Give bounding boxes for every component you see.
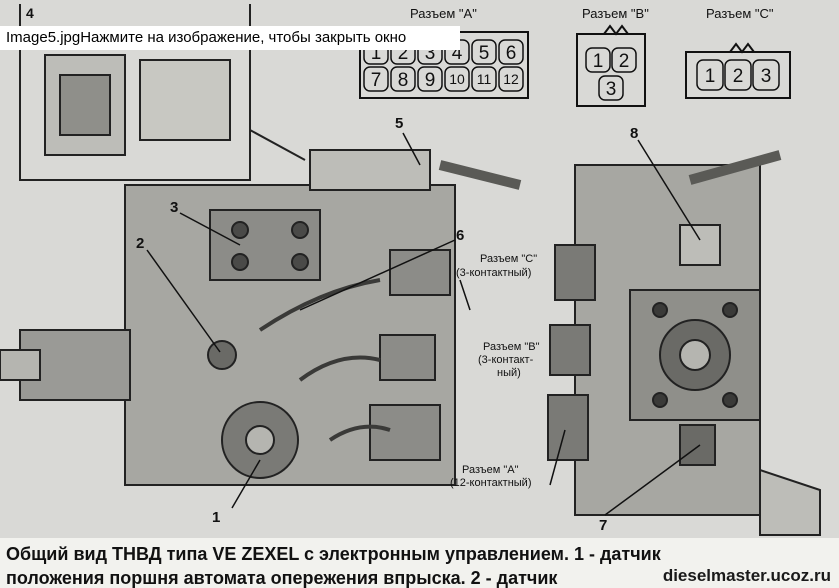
connector-a-pin-cell [498, 39, 524, 65]
connector-a-pin-number: 11 [477, 71, 492, 87]
watermark: dieselmaster.ucoz.ru [658, 566, 835, 586]
connector-a-pin-number: 3 [425, 43, 436, 64]
connector-c-label: Разъем "С" [706, 6, 774, 21]
pump-body-left [0, 149, 522, 486]
connector-b-pin-number: 2 [619, 51, 630, 72]
callout-3: 3 [170, 199, 178, 216]
connector-b-pin-cell [611, 47, 637, 73]
connector-a-pin-number: 10 [449, 71, 465, 87]
connector-b-pin-cell [585, 47, 611, 73]
callout-5: 5 [395, 115, 403, 132]
callout-1: 1 [212, 509, 220, 526]
callout-7: 7 [599, 517, 607, 534]
connector-b-label: Разъем "В" [582, 6, 649, 21]
connector-a-pin-number: 7 [371, 70, 382, 91]
connector-a-pin-cell [363, 66, 389, 92]
connector-a-pin-number: 6 [506, 43, 517, 64]
connector-b-pin-number: 1 [593, 51, 604, 72]
caption-line-1: Общий вид ТНВД типа VE ZEXEL с электронн… [6, 544, 661, 564]
connector-a-pin-cell [471, 39, 497, 65]
connector-c-pin-cell [696, 59, 724, 91]
label-connector-b-desc1: (3-контакт- [478, 354, 534, 366]
connector-a-pin-number: 5 [479, 43, 490, 64]
connector-a-pin-cell [390, 66, 416, 92]
connector-c-pin-number: 2 [733, 66, 744, 87]
connector-a-pin-cell [498, 66, 524, 92]
callout-2: 2 [136, 235, 144, 252]
connector-b-pin-number: 3 [606, 79, 617, 100]
label-connector-b: Разъем "В" [483, 341, 540, 353]
connector-a-pin-number: 9 [425, 70, 436, 91]
connector-descriptions: Разъем "С" (3-контактный) Разъем "В" (3-… [450, 253, 540, 489]
label-connector-b-desc2: ный) [497, 367, 521, 379]
connector-a-pin-cell [417, 66, 443, 92]
close-image-overlay[interactable]: Image5.jpgНажмите на изображение, чтобы … [0, 26, 460, 50]
connector-c-pin-number: 1 [705, 66, 716, 87]
label-connector-c: Разъем "С" [480, 253, 537, 265]
connector-a-pin-number: 4 [452, 43, 463, 64]
connector-a-pin-number: 8 [398, 70, 409, 91]
callout-6: 6 [456, 227, 464, 244]
connector-a-label: Разъем "А" [410, 6, 477, 21]
connector-a-pin-number: 1 [371, 43, 382, 64]
label-connector-c-desc: (3-контактный) [456, 267, 531, 279]
callout-8: 8 [630, 125, 638, 142]
connector-a-pin-number: 2 [398, 43, 409, 64]
label-connector-a: Разъем "А" [462, 464, 519, 476]
connector-a-pin-number: 12 [503, 71, 519, 87]
connector-c-pin-cell [724, 59, 752, 91]
caption-line-2: положения поршня автомата опережения впр… [6, 568, 558, 588]
figure-caption: Общий вид ТНВД типа VE ZEXEL с электронн… [0, 538, 839, 588]
label-connector-a-desc: (12-контактный) [450, 477, 532, 489]
callout-4: 4 [26, 5, 34, 21]
connector-a-pin-cell [471, 66, 497, 92]
connector-a-pin-cell [444, 66, 470, 92]
connector-c-pin-cell [752, 59, 780, 91]
leader-lines [146, 132, 701, 516]
inset-detail [19, 4, 306, 181]
connector-c-pin-number: 3 [761, 66, 772, 87]
pump-body-right [547, 150, 821, 536]
connector-b-pin-cell [598, 75, 624, 101]
